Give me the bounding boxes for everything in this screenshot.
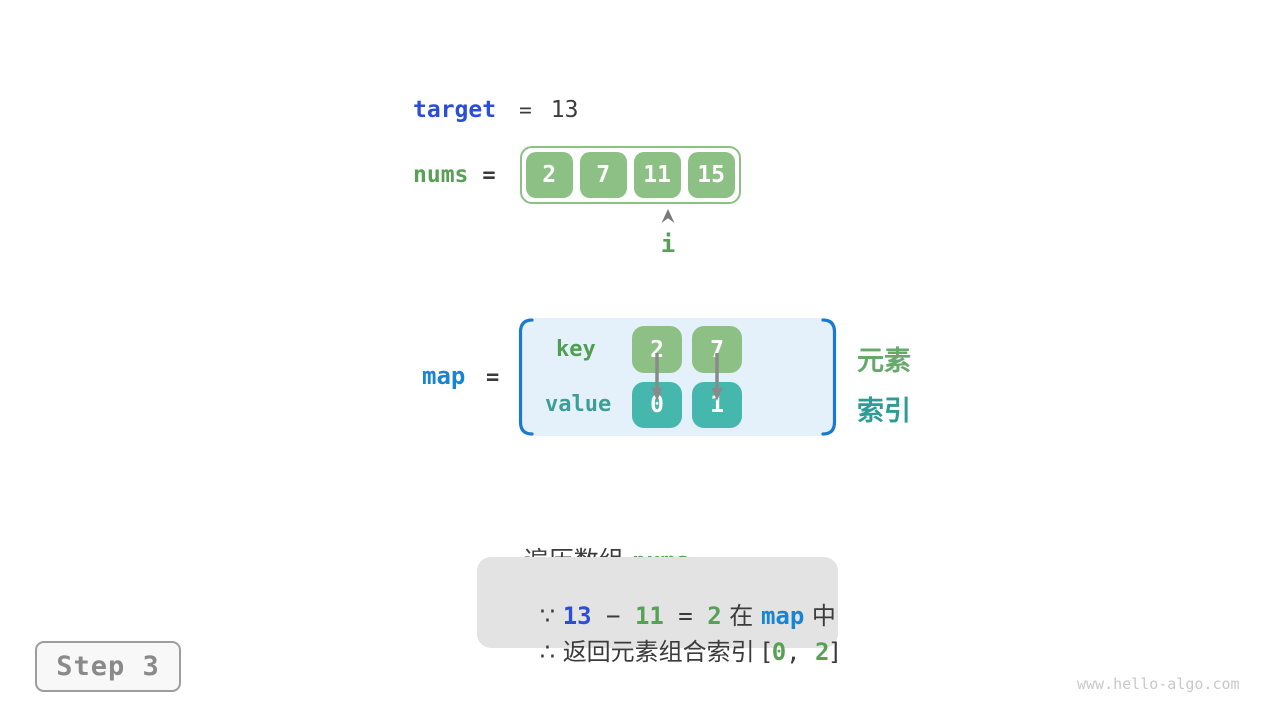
minus-operator: − (591, 602, 635, 630)
closing-bracket: ] (829, 638, 839, 666)
target-line: target = 13 (413, 95, 578, 125)
deduction-line-2: ∴ 返回元素组合索引 [0, 2] (494, 604, 839, 695)
map-equals-sign: = (486, 365, 500, 390)
because-symbol: ∵ (539, 602, 563, 630)
comma-separator: , (786, 638, 816, 666)
current-number: 11 (634, 602, 664, 630)
in-text: 在 (721, 602, 761, 630)
result-index-0: 0 (771, 638, 787, 666)
map-ref: map (760, 602, 805, 630)
step-badge: Step 3 (35, 641, 181, 692)
key-to-value-arrow-icon (651, 353, 663, 401)
array-cell: 7 (579, 152, 627, 198)
panel-bracket-right-icon (821, 318, 837, 436)
deduction-line-1: ∵ 13 − 11 = 2 在 map 中 (494, 568, 836, 659)
map-entry: 2 0 (632, 326, 682, 428)
nums-label: nums (413, 162, 469, 188)
deduction-box: ∵ 13 − 11 = 2 在 map 中 ∴ 返回元素组合索引 [0, 2] (477, 557, 839, 666)
value-row-label: value (545, 392, 612, 417)
map-label: map (422, 362, 466, 390)
array-cell: 2 (525, 152, 573, 198)
return-text: 返回元素组合索引 [ (562, 638, 772, 666)
panel-bracket-left-icon (518, 318, 534, 436)
array-cell: 11 (633, 152, 681, 198)
map-entry: 7 1 (692, 326, 742, 428)
key-row-label: key (556, 337, 596, 362)
target-number: 13 (562, 602, 592, 630)
result-index-2: 2 (815, 638, 830, 666)
index-pointer-label: i (660, 230, 676, 258)
legend-index-label: 索引 (857, 396, 911, 427)
watermark: www.hello-algo.com (1077, 675, 1240, 693)
legend-element-label: 元素 (857, 346, 911, 377)
array-cell: 15 (687, 152, 735, 198)
therefore-symbol: ∴ (539, 638, 563, 666)
complement-number: 2 (707, 602, 722, 630)
nums-array: 2 7 11 15 (519, 146, 741, 204)
target-equals-sign: = (519, 98, 532, 122)
equals-operator: = (663, 602, 708, 630)
key-to-value-arrow-icon (711, 353, 723, 401)
hash-map-panel: key value 2 0 7 1 (518, 318, 837, 436)
nums-equals-sign: = (482, 162, 496, 188)
nums-line: nums = 2 7 11 15 (413, 146, 741, 204)
target-label: target (413, 97, 497, 123)
target-value: 13 (550, 97, 579, 123)
within-text: 中 (804, 602, 836, 630)
index-pointer-up-arrow-icon (661, 209, 675, 228)
